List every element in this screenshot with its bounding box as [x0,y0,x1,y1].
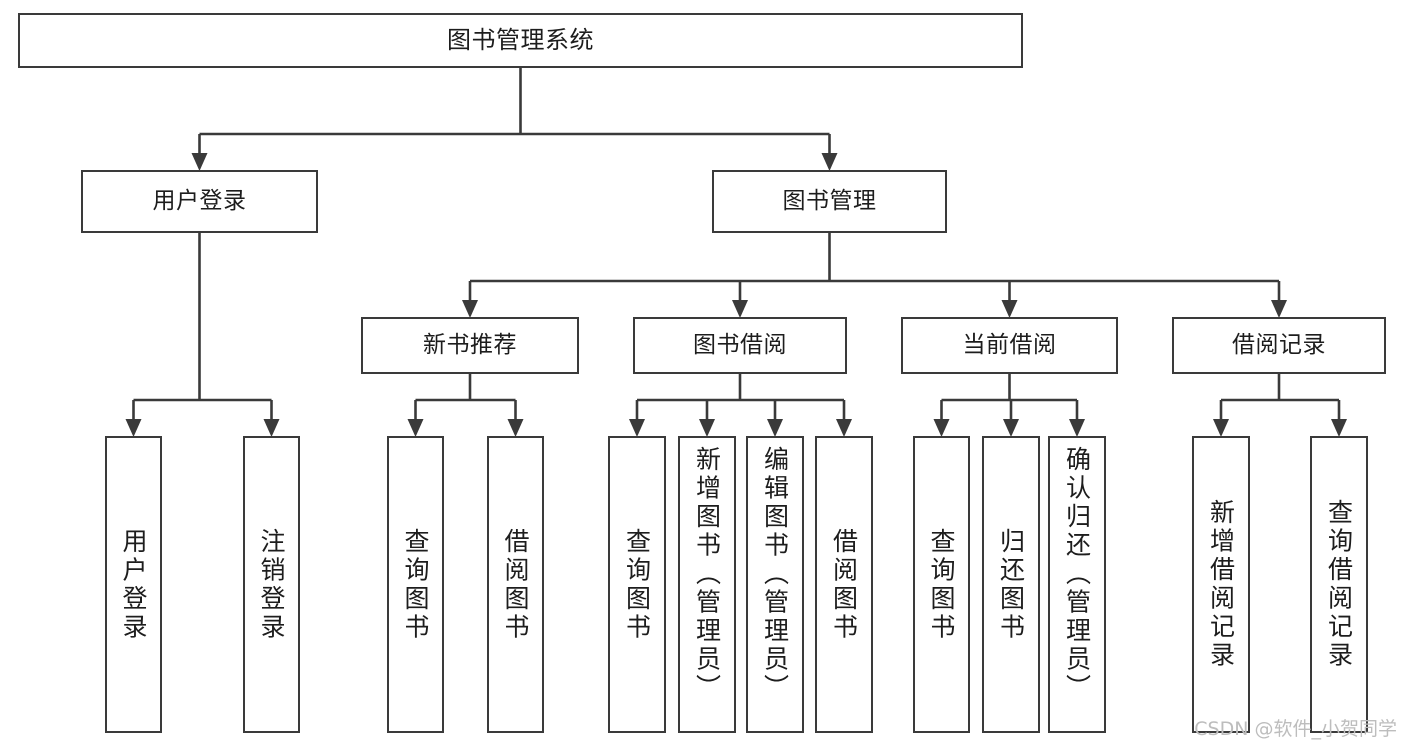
arrowhead-icon [125,419,142,437]
node-label: 图书管理系统 [447,26,594,55]
node-label: 注销登录 [257,527,286,642]
node-leaf-add-record[interactable]: 新增借阅记录 [1192,436,1250,733]
arrowhead-icon [629,419,645,437]
arrowhead-icon [1003,419,1019,437]
node-label: 用户登录 [119,527,148,642]
node-book-borrow[interactable]: 图书借阅 [633,317,847,374]
node-label: 确认归还（管理员） [1062,446,1092,703]
node-label: 查询借阅记录 [1324,499,1354,670]
node-borrow-record[interactable]: 借阅记录 [1172,317,1386,374]
node-label: 图书管理 [782,187,877,214]
node-new-book-rec[interactable]: 新书推荐 [361,317,579,374]
node-leaf-query-record[interactable]: 查询借阅记录 [1310,436,1368,733]
arrowhead-icon [767,419,783,437]
node-label: 查询图书 [927,527,956,642]
arrowhead-icon [1069,419,1085,437]
node-leaf-query-book-1[interactable]: 查询图书 [387,436,444,733]
arrowhead-icon [1213,419,1229,437]
node-leaf-confirm-return[interactable]: 确认归还（管理员） [1048,436,1106,733]
node-leaf-user-login[interactable]: 用户登录 [105,436,162,733]
arrowhead-icon [1271,300,1287,318]
arrowhead-icon [821,153,838,171]
node-label: 查询图书 [622,527,652,642]
node-leaf-borrow-book-2[interactable]: 借阅图书 [815,436,873,733]
node-label: 新书推荐 [423,331,517,358]
node-root[interactable]: 图书管理系统 [18,13,1023,68]
node-label: 新增借阅记录 [1206,499,1236,670]
node-label: 查询图书 [401,527,430,642]
node-book-manage[interactable]: 图书管理 [712,170,947,233]
node-leaf-add-book[interactable]: 新增图书（管理员） [678,436,736,733]
arrowhead-icon [699,419,715,437]
node-current-borrow[interactable]: 当前借阅 [901,317,1118,374]
arrowhead-icon [462,300,478,318]
arrowhead-icon [507,419,524,437]
node-label: 新增图书（管理员） [692,446,722,703]
node-user-login[interactable]: 用户登录 [81,170,318,233]
watermark-text: CSDN @软件_小贺同学 [1194,718,1397,740]
node-leaf-query-book-3[interactable]: 查询图书 [913,436,970,733]
node-leaf-edit-book[interactable]: 编辑图书（管理员） [746,436,804,733]
node-leaf-return-book[interactable]: 归还图书 [982,436,1040,733]
arrowhead-icon [191,153,208,171]
arrowhead-icon [732,300,748,318]
node-label: 当前借阅 [962,331,1057,358]
arrowhead-icon [1001,300,1018,318]
node-label: 借阅图书 [501,527,530,642]
node-label: 借阅图书 [829,527,859,642]
node-label: 借阅记录 [1232,331,1326,358]
node-label: 图书借阅 [693,331,787,358]
node-leaf-user-logout[interactable]: 注销登录 [243,436,300,733]
arrowhead-icon [263,419,280,437]
node-label: 编辑图书（管理员） [760,446,790,703]
connector-lines [125,68,1347,437]
node-label: 用户登录 [152,187,247,214]
node-label: 归还图书 [996,527,1026,642]
arrowhead-icon [1331,419,1347,437]
node-leaf-borrow-book-1[interactable]: 借阅图书 [487,436,544,733]
arrowhead-icon [407,419,424,437]
arrowhead-icon [836,419,852,437]
arrowhead-icon [933,419,950,437]
node-leaf-query-book-2[interactable]: 查询图书 [608,436,666,733]
